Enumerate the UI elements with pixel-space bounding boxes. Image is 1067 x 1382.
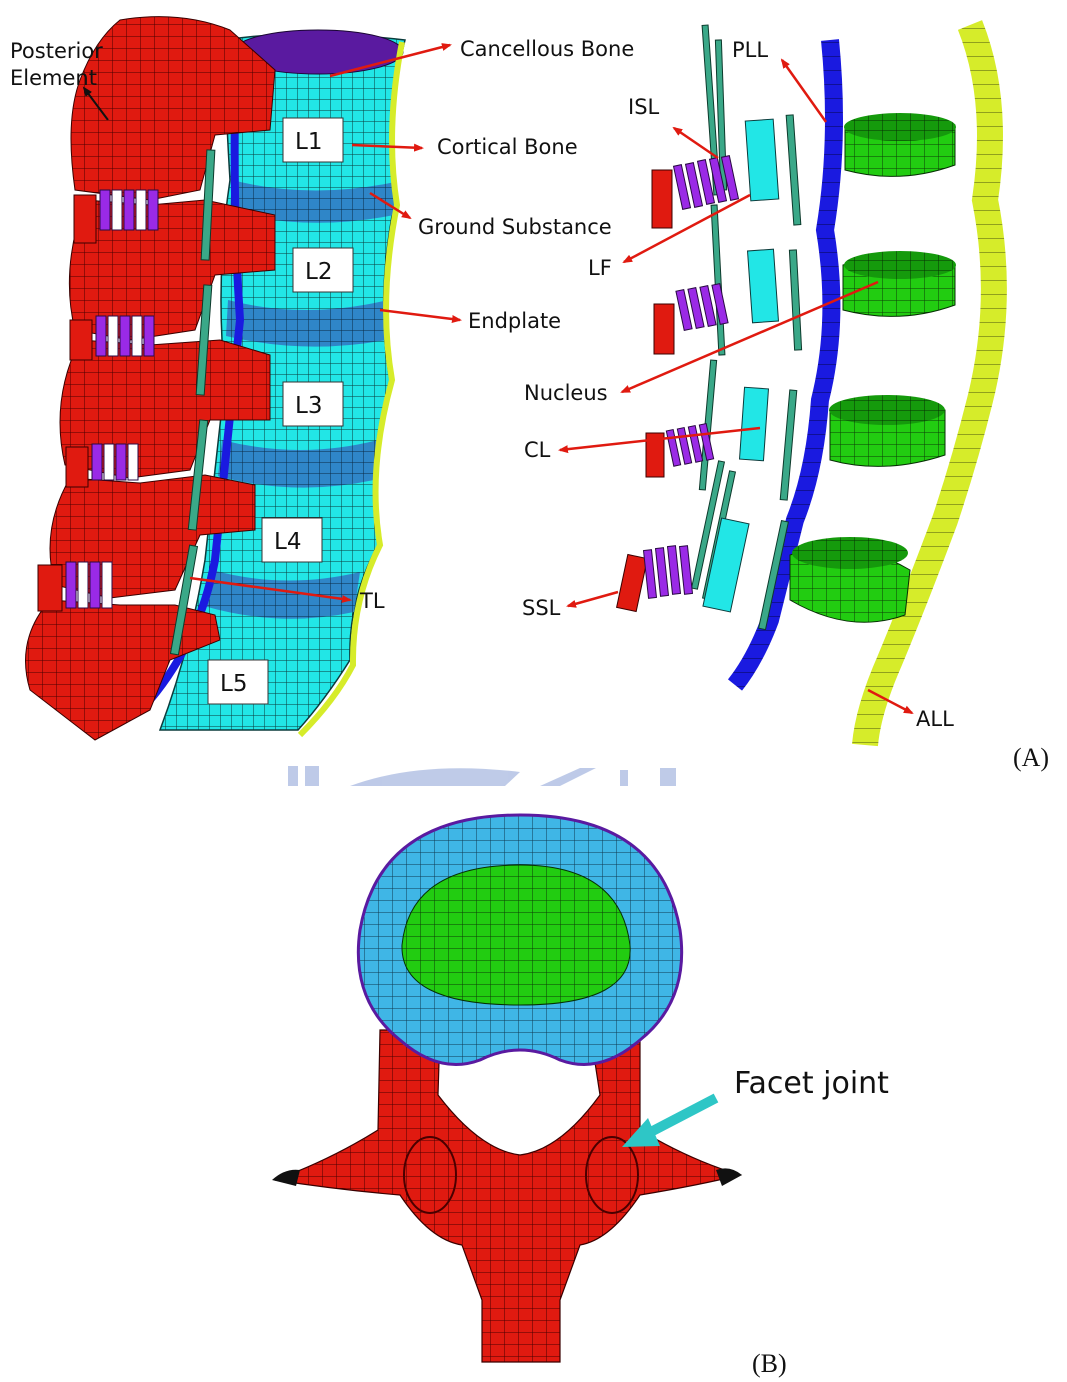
left-transverse-tip (272, 1170, 300, 1186)
axial-vertebra (272, 815, 742, 1362)
label-pll: PLL (732, 38, 768, 62)
ligament-model-right (617, 25, 994, 745)
label-cortical-bone: Cortical Bone (437, 135, 578, 159)
label-tl: TL (359, 589, 385, 613)
vertebra-label-l3: L3 (295, 393, 322, 419)
supraspinous-ligament-4 (617, 555, 648, 612)
watermark (288, 766, 676, 786)
spinous-tip-4 (38, 565, 62, 611)
label-ground-substance: Ground Substance (418, 215, 612, 239)
vertebra-label-l2: L2 (305, 259, 332, 285)
disc-nucleus-4 (790, 537, 910, 622)
supraspinous-ligament-2 (654, 304, 674, 354)
label-isl: ISL (628, 95, 660, 119)
label-cl: CL (524, 438, 551, 462)
supraspinous-ligament-1 (652, 170, 672, 228)
ligamentum-flavum-bars (692, 25, 802, 630)
label-lf: LF (588, 256, 612, 280)
label-nucleus: Nucleus (524, 381, 608, 405)
spinous-tip-1 (74, 195, 96, 243)
label-facet-joint: Facet joint (734, 1066, 889, 1101)
spinous-tip-3 (66, 447, 88, 487)
right-transverse-tip (716, 1168, 742, 1186)
vertebra-label-l4: L4 (274, 529, 301, 555)
label-posterior-element-line2: Element (10, 66, 97, 90)
disc-nucleus-2 (843, 251, 956, 316)
nucleus (402, 865, 630, 1005)
label-posterior-element-line1: Posterior (10, 39, 103, 63)
panel-a-tag: (A) (1013, 743, 1049, 772)
spinous-tip-2 (70, 320, 92, 360)
panel-b-tag: (B) (752, 1349, 787, 1378)
label-ssl: SSL (522, 596, 561, 620)
disc-nucleus-3 (829, 395, 945, 466)
label-all: ALL (916, 707, 954, 731)
vertebra-label-l1: L1 (295, 129, 322, 155)
disc-nucleus-1 (844, 113, 956, 176)
spine-model-left: L1 L2 L3 L4 L5 (26, 17, 406, 740)
label-endplate: Endplate (468, 309, 561, 333)
vertebra-label-l5: L5 (220, 671, 247, 697)
label-cancellous-bone: Cancellous Bone (460, 37, 634, 61)
